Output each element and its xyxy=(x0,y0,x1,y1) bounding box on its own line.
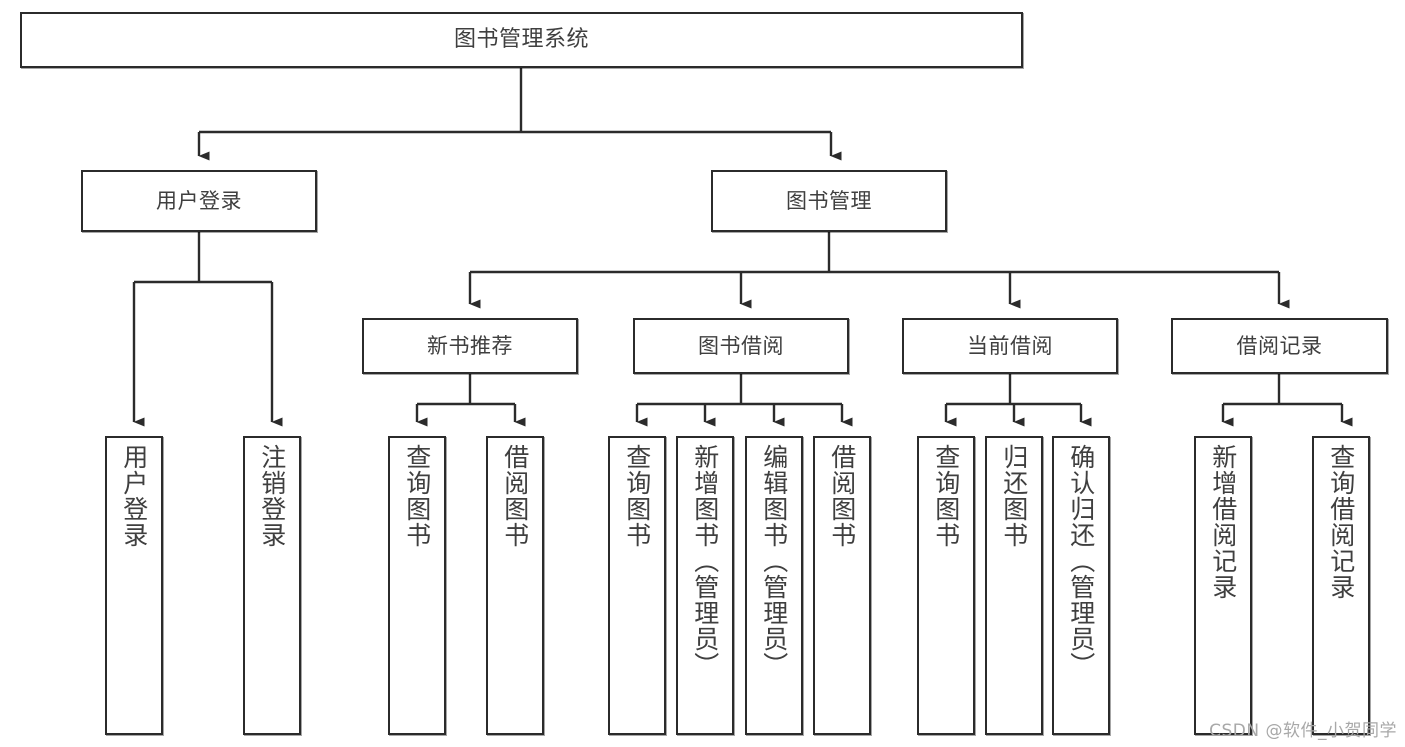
leaf-add-record-label: 新增借阅记录 xyxy=(1208,444,1238,600)
watermark: CSDN @软件_小贺同学 xyxy=(1209,721,1397,741)
node-current-borrow-label: 当前借阅 xyxy=(967,333,1053,358)
leaf-add-record[interactable]: 新增借阅记录 xyxy=(1194,436,1252,735)
node-borrow-record[interactable]: 借阅记录 xyxy=(1171,318,1388,374)
node-book-borrow[interactable]: 图书借阅 xyxy=(633,318,849,374)
leaf-user-login[interactable]: 用户登录 xyxy=(105,436,163,735)
leaf-borrow-book-2[interactable]: 借阅图书 xyxy=(813,436,871,735)
leaf-borrow-book-1[interactable]: 借阅图书 xyxy=(486,436,544,735)
node-user-login[interactable]: 用户登录 xyxy=(81,170,317,232)
node-user-login-label: 用户登录 xyxy=(156,188,242,213)
leaf-borrow-book-1-label: 借阅图书 xyxy=(500,444,530,548)
leaf-add-book-label: 新增图书（管理员） xyxy=(690,444,720,678)
node-new-book-rec-label: 新书推荐 xyxy=(427,333,513,358)
leaf-user-login-label: 用户登录 xyxy=(119,444,149,548)
leaf-query-record-label: 查询借阅记录 xyxy=(1326,444,1356,600)
leaf-return-book-label: 归还图书 xyxy=(999,444,1029,548)
leaf-confirm-return[interactable]: 确认归还（管理员） xyxy=(1052,436,1110,735)
leaf-logout[interactable]: 注销登录 xyxy=(243,436,301,735)
leaf-borrow-book-2-label: 借阅图书 xyxy=(827,444,857,548)
leaf-query-book-2[interactable]: 查询图书 xyxy=(608,436,666,735)
leaf-add-book[interactable]: 新增图书（管理员） xyxy=(676,436,734,735)
leaf-query-book-1-label: 查询图书 xyxy=(402,444,432,548)
leaf-edit-book-label: 编辑图书（管理员） xyxy=(759,444,789,678)
leaf-query-record[interactable]: 查询借阅记录 xyxy=(1312,436,1370,735)
leaf-query-book-2-label: 查询图书 xyxy=(622,444,652,548)
node-borrow-record-label: 借阅记录 xyxy=(1236,333,1323,358)
node-root[interactable]: 图书管理系统 xyxy=(20,12,1023,68)
leaf-query-book-1[interactable]: 查询图书 xyxy=(388,436,446,735)
node-new-book-rec[interactable]: 新书推荐 xyxy=(362,318,578,374)
leaf-query-book-3-label: 查询图书 xyxy=(931,444,961,548)
node-book-manage[interactable]: 图书管理 xyxy=(711,170,947,232)
leaf-edit-book[interactable]: 编辑图书（管理员） xyxy=(745,436,803,735)
leaf-return-book[interactable]: 归还图书 xyxy=(985,436,1043,735)
node-book-manage-label: 图书管理 xyxy=(786,188,872,213)
node-book-borrow-label: 图书借阅 xyxy=(698,333,784,358)
leaf-logout-label: 注销登录 xyxy=(257,444,287,548)
leaf-query-book-3[interactable]: 查询图书 xyxy=(917,436,975,735)
node-root-label: 图书管理系统 xyxy=(453,27,589,53)
leaf-confirm-return-label: 确认归还（管理员） xyxy=(1066,444,1096,678)
node-current-borrow[interactable]: 当前借阅 xyxy=(902,318,1118,374)
